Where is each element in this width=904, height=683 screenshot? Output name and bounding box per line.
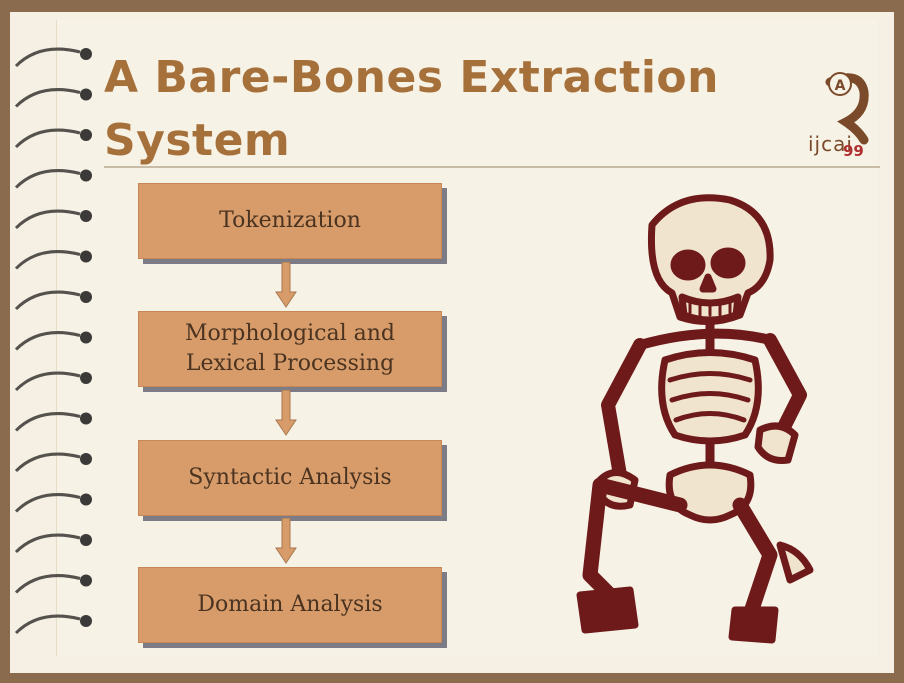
spiral-ring: [16, 211, 80, 228]
step-syntactic-analysis: Syntactic Analysis: [138, 440, 442, 516]
spiral-hole: [80, 291, 92, 303]
spiral-hole: [80, 575, 92, 587]
spiral-ring: [16, 373, 80, 390]
step-tokenization: Tokenization: [138, 183, 442, 259]
spiral-ring: [16, 495, 80, 512]
spiral-hole: [80, 534, 92, 546]
down-arrow-icon: [275, 518, 297, 564]
step-label: Domain Analysis: [197, 590, 382, 620]
spiral-ring: [16, 90, 80, 107]
spiral-ring: [16, 171, 80, 188]
spiral-hole: [80, 89, 92, 101]
step-morphological-lexical: Morphological and Lexical Processing: [138, 311, 442, 387]
step-label: Syntactic Analysis: [188, 463, 391, 493]
spiral-hole: [80, 332, 92, 344]
spiral-hole: [80, 251, 92, 263]
spiral-hole: [80, 48, 92, 60]
spiral-ring: [16, 333, 80, 350]
spiral-hole: [80, 170, 92, 182]
spiral-hole: [80, 372, 92, 384]
down-arrow-icon: [275, 262, 297, 308]
spiral-binding-icon: [10, 40, 100, 660]
spiral-ring: [16, 292, 80, 309]
spiral-hole: [80, 210, 92, 222]
spiral-hole: [80, 129, 92, 141]
spiral-ring: [16, 535, 80, 552]
spiral-hole: [80, 615, 92, 627]
step-domain-analysis: Domain Analysis: [138, 567, 442, 643]
step-label-line-1: Morphological and: [185, 319, 395, 349]
spiral-hole: [80, 453, 92, 465]
spiral-ring: [16, 454, 80, 471]
spiral-hole: [80, 494, 92, 506]
spiral-ring: [16, 616, 80, 633]
skeleton-illustration-icon: [560, 185, 830, 645]
title-divider: [104, 166, 880, 168]
step-label-line-2: Lexical Processing: [185, 349, 395, 379]
logo-year: 99: [843, 142, 864, 160]
spiral-ring: [16, 49, 80, 66]
spiral-ring: [16, 252, 80, 269]
logo-letter: A: [835, 78, 846, 94]
spiral-ring: [16, 414, 80, 431]
down-arrow-icon: [275, 390, 297, 436]
step-label: Tokenization: [219, 206, 361, 236]
page-title-line-1: A Bare-Bones Extraction: [104, 52, 719, 103]
spiral-ring: [16, 576, 80, 593]
page-title-line-2: System: [104, 115, 290, 166]
spiral-ring: [16, 130, 80, 147]
spiral-hole: [80, 413, 92, 425]
